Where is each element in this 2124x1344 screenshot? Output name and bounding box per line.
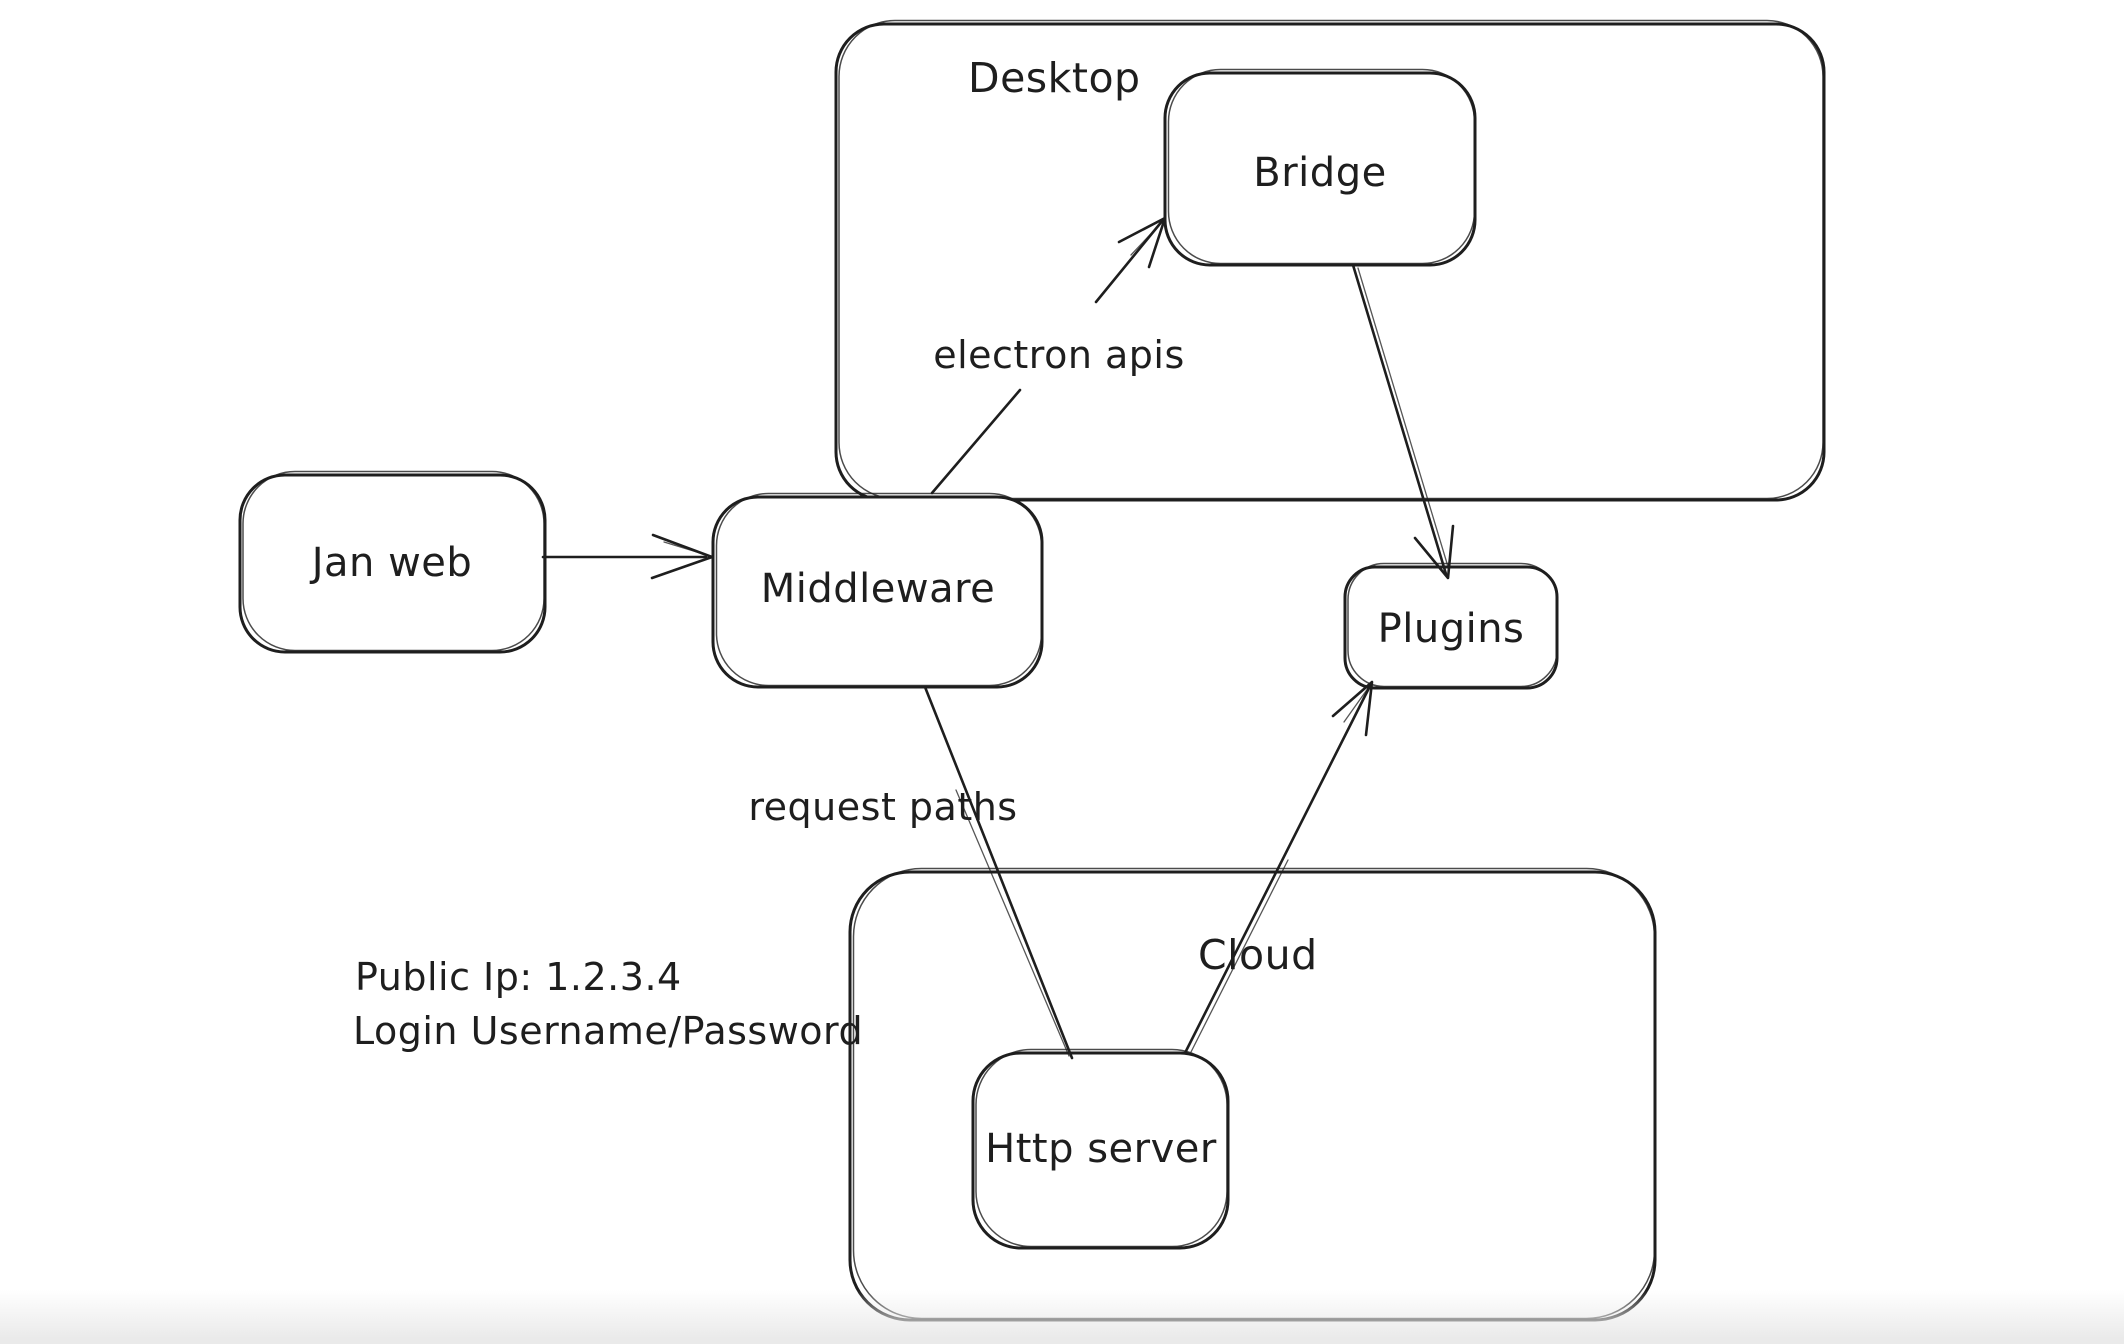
container-desktop[interactable]: Desktop	[834, 19, 1826, 502]
edge-middleware-to-http-server[interactable]: request paths	[748, 685, 1074, 1060]
container-cloud[interactable]: Cloud	[848, 867, 1657, 1322]
bridge-plugins-shaft-sketch	[1357, 267, 1450, 571]
http-server-box	[971, 1051, 1230, 1250]
bridge-label: Bridge	[1253, 150, 1386, 196]
electron-apis-label: electron apis	[933, 333, 1185, 377]
node-bridge[interactable]: Bridge	[1163, 68, 1477, 267]
jan-web-box	[238, 473, 547, 654]
electron-apis-arrowhead	[1117, 216, 1167, 269]
desktop-container-outline	[834, 22, 1826, 502]
request-paths-label: request paths	[748, 785, 1017, 829]
request-paths-line	[923, 685, 1074, 1060]
plugins-label: Plugins	[1378, 606, 1525, 652]
bridge-plugins-shaft	[1351, 263, 1448, 576]
login-text: Login Username/Password	[353, 1009, 863, 1053]
http-server-box-sketch-stroke	[975, 1048, 1228, 1248]
node-http-server[interactable]: Http server	[971, 1048, 1230, 1250]
cloud-container-label: Cloud	[1198, 931, 1318, 979]
edge-jan-web-to-middleware[interactable]	[541, 533, 714, 580]
request-paths-line-sketch	[955, 789, 1070, 1057]
jan-web-arrowhead	[650, 533, 714, 580]
node-middleware[interactable]: Middleware	[711, 492, 1044, 689]
middleware-box-sketch-stroke	[715, 492, 1043, 687]
http-plugins-arrowhead	[1331, 680, 1374, 737]
jan-web-box-sketch-stroke	[242, 470, 545, 652]
jan-web-arrowhead-sketch	[663, 541, 711, 557]
credentials-note[interactable]: Public Ip: 1.2.3.4 Login Username/Passwo…	[353, 955, 863, 1053]
bridge-plugins-arrowhead	[1413, 524, 1455, 580]
electron-apis-arrowhead-sketch	[1130, 220, 1164, 256]
public-ip-text: Public Ip: 1.2.3.4	[355, 955, 682, 999]
edge-http-server-to-plugins[interactable]	[1183, 680, 1374, 1055]
node-jan-web[interactable]: Jan web	[238, 470, 547, 654]
http-server-label: Http server	[985, 1126, 1217, 1172]
desktop-container-sketch-stroke	[838, 19, 1824, 500]
http-plugins-shaft-sketch	[1190, 859, 1289, 1053]
middleware-label: Middleware	[761, 566, 996, 612]
bridge-box-sketch-stroke	[1167, 68, 1476, 265]
edge-bridge-to-plugins[interactable]	[1351, 263, 1455, 580]
electron-apis-line-lower	[930, 388, 1022, 495]
edge-middleware-to-bridge[interactable]: electron apis	[930, 216, 1185, 495]
plugins-box-sketch-stroke	[1347, 562, 1558, 688]
http-plugins-arrowhead-sketch	[1343, 683, 1372, 723]
http-plugins-shaft	[1183, 684, 1372, 1055]
desktop-container-label: Desktop	[968, 54, 1141, 102]
jan-web-label: Jan web	[309, 540, 473, 586]
node-plugins[interactable]: Plugins	[1343, 562, 1559, 690]
